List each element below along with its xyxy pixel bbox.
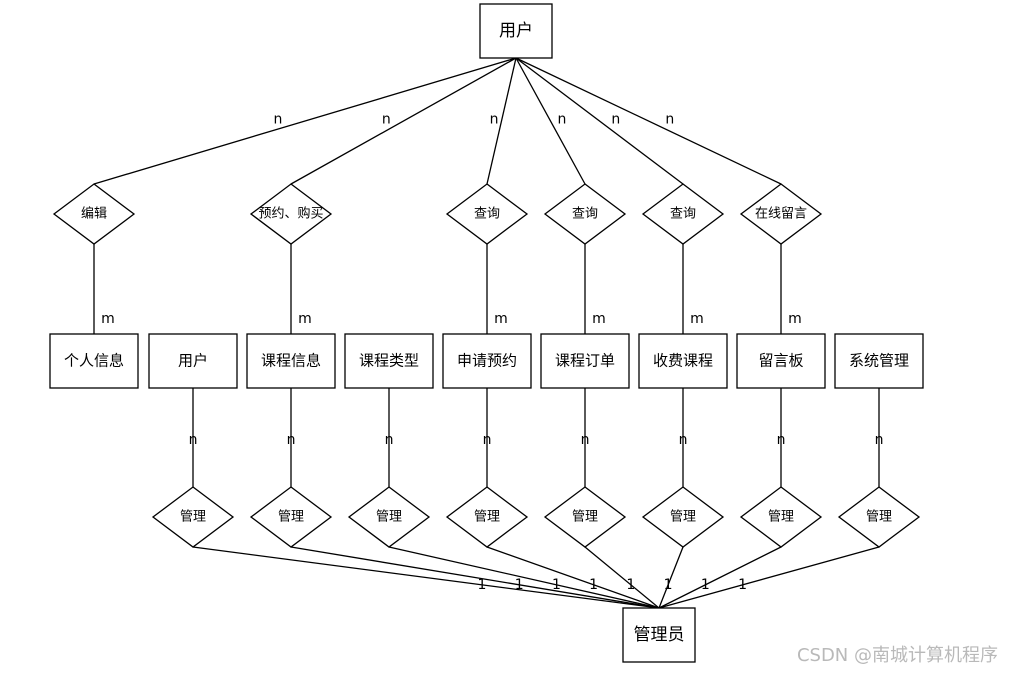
relationship-diamond [347,486,431,548]
cardinality-user-n: n [611,111,620,127]
relationship-diamond [445,183,529,245]
edge-user-relation [515,57,586,185]
cardinality-admin-1: 1 [552,577,561,593]
entity-box [736,333,826,389]
edge-relation-admin [658,546,684,609]
entity-label: 留言板 [758,352,803,370]
cardinality-admin-1: 1 [701,577,710,593]
cardinality-admin-1: 1 [477,577,486,593]
relationship-diamond [641,183,725,245]
edge-user-relation [515,57,782,185]
relationship-label: 管理 [670,510,696,525]
relationship-label: 管理 [866,510,892,525]
cardinality-entity-m: m [298,311,312,327]
edge-user-relation [515,57,684,185]
edge-user-relation [486,57,517,185]
relationship-label: 管理 [474,510,500,525]
cardinality-admin-1: 1 [515,577,524,593]
cardinality-user-n: n [490,111,499,127]
relationship-diamond [52,183,136,245]
cardinality-entity-n: n [385,432,394,448]
cardinality-entity-n: n [483,432,492,448]
cardinality-admin-1: 1 [738,577,747,593]
edge-relation-admin [486,546,660,609]
entity-box [442,333,532,389]
cardinality-admin-1: 1 [626,577,635,593]
entity-box [49,333,139,389]
watermark: CSDN @南城计算机程序 [796,645,998,666]
relationship-label: 管理 [278,510,304,525]
relationship-diamond [249,183,333,245]
edge-relation-admin [192,546,660,609]
cardinality-admin-1: 1 [664,577,673,593]
entity-admin-label: 管理员 [634,625,685,645]
cardinality-entity-n: n [189,432,198,448]
cardinality-entity-n: n [875,432,884,448]
entity-user-top [479,3,553,59]
edge-user-relation [93,57,517,185]
cardinality-entity-m: m [592,311,606,327]
cardinality-entity-n: n [777,432,786,448]
edge-relation-admin [584,546,660,609]
cardinality-user-n: n [665,111,674,127]
entity-box [638,333,728,389]
edge-user-relation [290,57,517,185]
cardinality-admin-1: 1 [589,577,598,593]
relationship-label: 查询 [572,207,598,222]
entity-box [540,333,630,389]
relationship-diamond [249,486,333,548]
entity-label: 课程订单 [555,352,615,370]
edge-relation-admin [658,546,782,609]
entity-box [246,333,336,389]
cardinality-entity-m: m [101,311,115,327]
entity-label: 收费课程 [653,352,713,370]
relationship-label: 管理 [572,510,598,525]
relationship-label: 编辑 [81,207,107,222]
cardinality-entity-n: n [287,432,296,448]
cardinality-entity-m: m [494,311,508,327]
relationship-diamond [445,486,529,548]
edge-relation-admin [658,546,880,609]
entity-label: 课程类型 [359,352,419,370]
relationship-diamond [543,486,627,548]
relationship-label: 预约、购买 [258,206,323,222]
entity-label: 系统管理 [849,352,909,370]
cardinality-user-n: n [382,111,391,127]
edge-relation-admin [290,546,660,609]
entity-label: 课程信息 [261,352,321,370]
relationship-label: 管理 [376,510,402,525]
entity-user-top-label: 用户 [499,21,533,41]
relationship-diamond [837,486,921,548]
relationship-diamond [543,183,627,245]
entity-label: 申请预约 [457,352,517,370]
entity-box [344,333,434,389]
entity-label: 用户 [178,352,208,370]
cardinality-entity-n: n [679,432,688,448]
entity-admin [622,607,696,663]
entity-box [148,333,238,389]
relationship-diamond [151,486,235,548]
cardinality-user-n: n [273,111,282,127]
cardinality-user-n: n [558,111,567,127]
entity-label: 个人信息 [64,352,124,370]
relationship-label: 在线留言 [755,207,807,222]
relationship-diamond [739,486,823,548]
relationship-label: 管理 [768,510,794,525]
relationship-diamond [641,486,725,548]
edge-relation-admin [388,546,660,609]
entity-box [834,333,924,389]
relationship-label: 查询 [474,207,500,222]
relationship-label: 管理 [180,510,206,525]
relationship-label: 查询 [670,207,696,222]
cardinality-entity-m: m [690,311,704,327]
relationship-diamond [739,183,823,245]
cardinality-entity-n: n [581,432,590,448]
cardinality-entity-m: m [788,311,802,327]
